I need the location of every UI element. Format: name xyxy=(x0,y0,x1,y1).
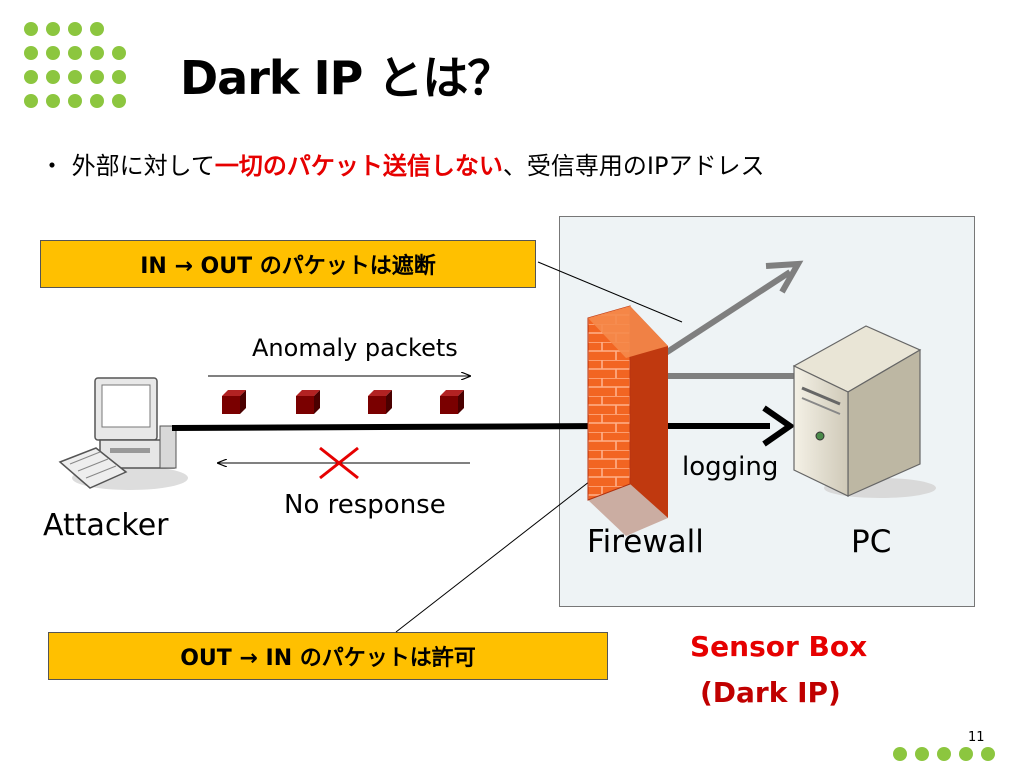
firewall-icon xyxy=(587,305,668,536)
dark-ip-label: (Dark IP) xyxy=(700,676,841,709)
attacker-computer-icon xyxy=(58,377,188,490)
bullet-suffix: 、受信専用のIPアドレス xyxy=(502,152,765,180)
pc-tower-icon xyxy=(792,325,936,498)
blocked-outbound-arrows xyxy=(656,260,804,379)
logging-arrow-head xyxy=(762,405,796,447)
bullet-text: ・ 外部に対して一切のパケット送信しない、受信専用のIPアドレス xyxy=(40,146,764,181)
bullet-prefix: ・ 外部に対して xyxy=(40,152,215,180)
attack-traffic-line xyxy=(171,423,611,431)
packet-cube-icon xyxy=(440,390,464,414)
callout-in-out-blocked: IN → OUT のパケットは遮断 xyxy=(40,240,536,288)
logging-label: logging xyxy=(682,452,779,482)
packet-cube-icon xyxy=(296,390,320,414)
packet-cube-icon xyxy=(222,390,246,414)
packet-cube-icon xyxy=(368,390,392,414)
blocked-x-icon xyxy=(319,446,359,480)
anomaly-packets-label: Anomaly packets xyxy=(252,334,458,362)
callout-in-leader-line xyxy=(537,261,683,323)
page-number: 11 xyxy=(968,730,985,745)
bullet-highlight: 一切のパケット送信しない xyxy=(214,152,503,180)
callout-out-in-allowed: OUT → IN のパケットは許可 xyxy=(48,632,608,680)
slide-title: Dark IP とは？ xyxy=(180,51,513,105)
sensor-box-label: Sensor Box xyxy=(690,630,868,663)
attacker-label: Attacker xyxy=(43,508,169,543)
firewall-label: Firewall xyxy=(587,524,704,560)
no-response-label: No response xyxy=(284,490,446,520)
pc-label: PC xyxy=(851,524,892,560)
